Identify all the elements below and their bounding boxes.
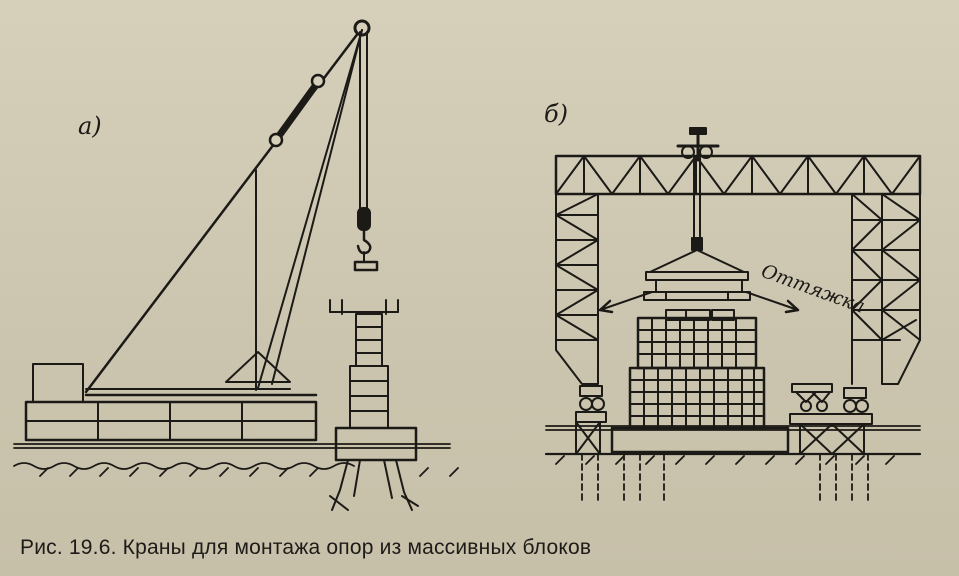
guy-wire-arrows xyxy=(598,291,800,314)
gantry-right-leg xyxy=(851,193,921,385)
gantry-girder xyxy=(554,154,922,196)
water-line-a xyxy=(13,443,459,477)
hook-block xyxy=(353,31,379,272)
pier-under-assembly xyxy=(610,271,790,454)
panel-b-label: б) xyxy=(544,100,568,128)
crane-jib xyxy=(84,19,371,394)
figure-caption: Рис. 19.6. Краны для монтажа опор из мас… xyxy=(20,536,592,559)
water-line-b xyxy=(544,425,922,501)
gantry-crane-drawing: б) Оттяжка xyxy=(544,100,922,501)
floating-crane-drawing: a) xyxy=(13,19,459,511)
pontoon xyxy=(24,363,318,442)
pier-blocks xyxy=(329,299,419,511)
gantry-left-leg xyxy=(555,193,599,385)
gantry-trolley xyxy=(649,127,745,273)
panel-a-label: a) xyxy=(78,112,102,140)
gantry-supports xyxy=(575,383,873,455)
